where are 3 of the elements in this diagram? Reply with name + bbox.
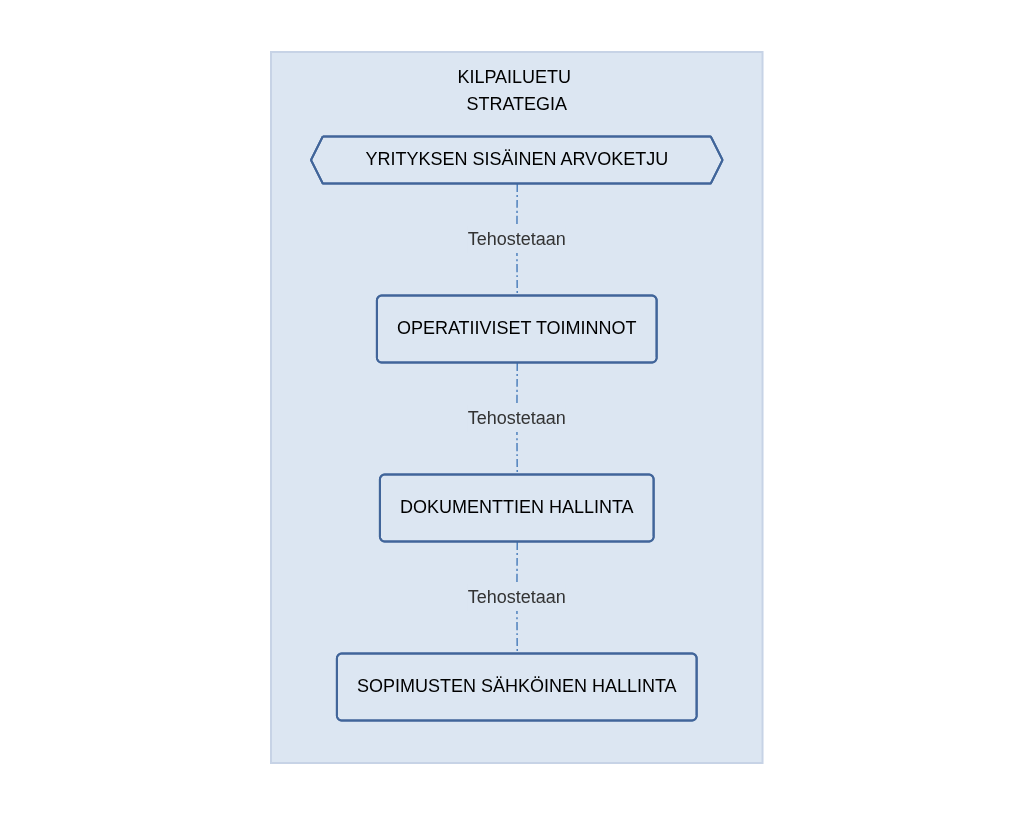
- edge-label: Tehostetaan: [467, 228, 567, 249]
- edge-label: Tehostetaan: [467, 586, 567, 607]
- edge-label: Tehostetaan: [467, 407, 567, 428]
